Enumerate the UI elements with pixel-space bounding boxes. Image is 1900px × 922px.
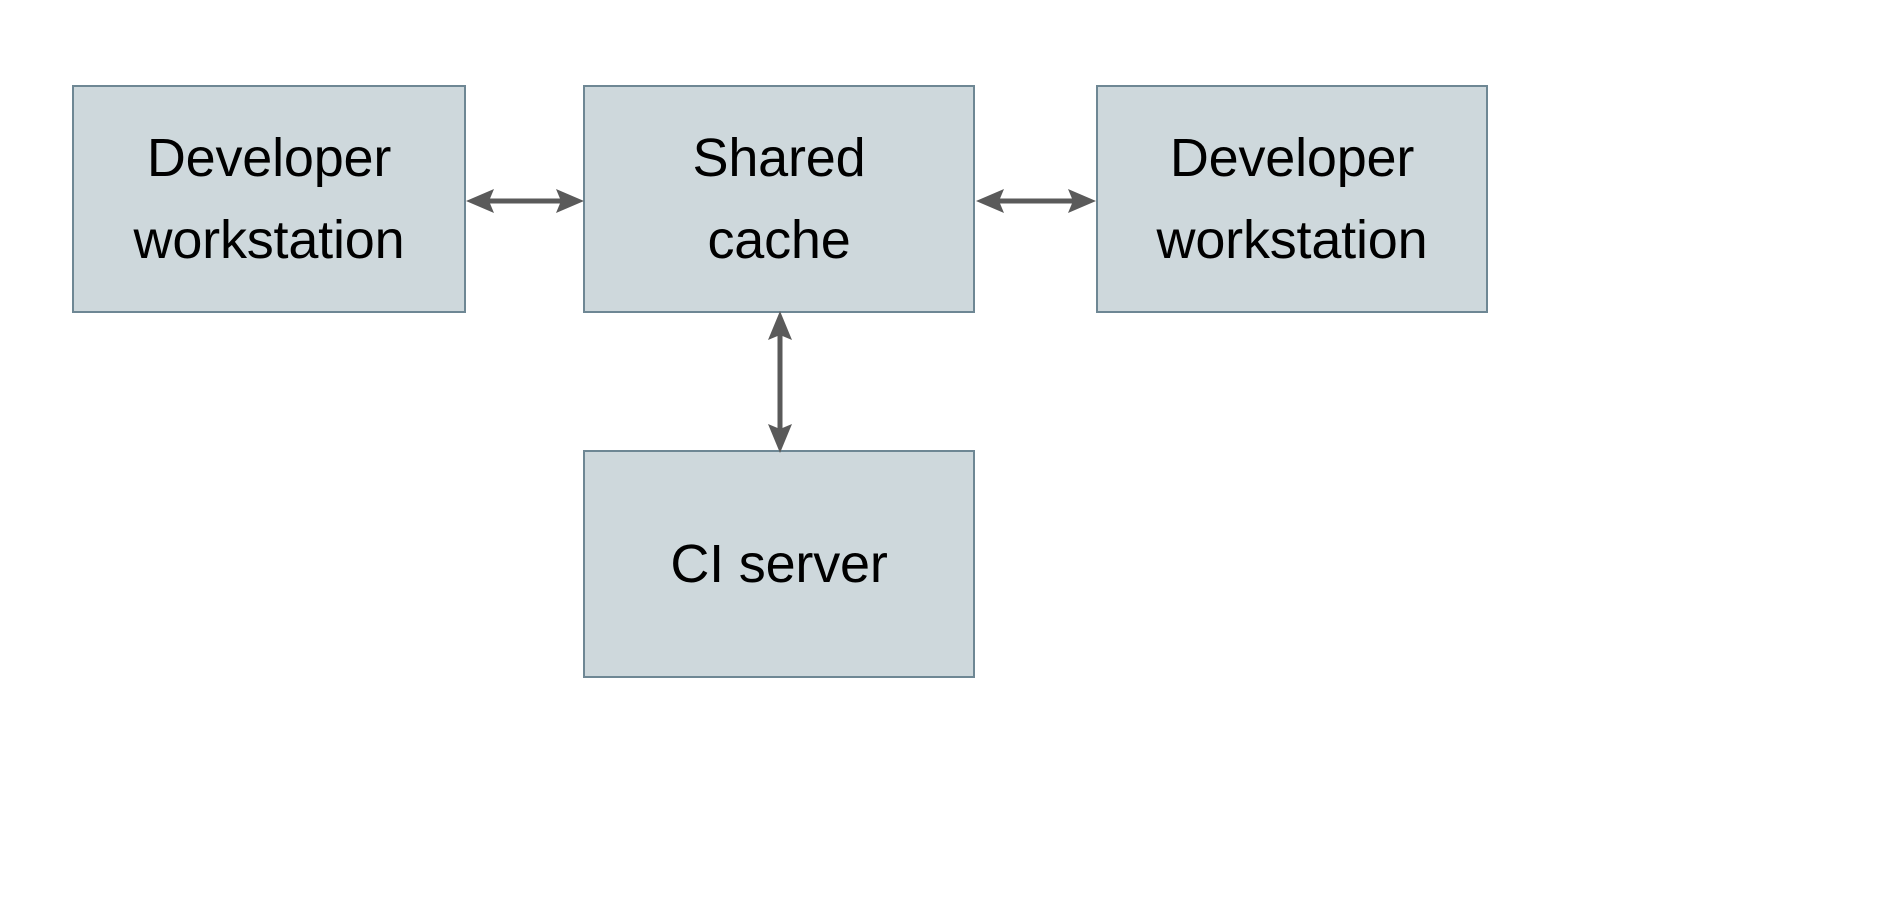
edge-shared-cache-to-developer-workstation-right <box>971 176 1101 226</box>
node-developer-workstation-right[interactable]: Developer workstation <box>1096 85 1488 313</box>
node-ci-server[interactable]: CI server <box>583 450 975 678</box>
double-arrow-horizontal-icon <box>466 189 584 213</box>
node-developer-workstation-left[interactable]: Developer workstation <box>72 85 466 313</box>
node-label: Developer workstation <box>1156 127 1428 270</box>
node-shared-cache[interactable]: Shared cache <box>583 85 975 313</box>
edge-shared-cache-to-ci-server <box>754 308 806 456</box>
node-label: Developer workstation <box>133 127 405 270</box>
node-label: CI server <box>670 533 888 594</box>
node-label: Shared cache <box>692 127 866 270</box>
double-arrow-horizontal-icon <box>976 189 1096 213</box>
edge-developer-workstation-left-to-shared-cache <box>462 176 588 226</box>
double-arrow-vertical-icon <box>768 311 792 453</box>
